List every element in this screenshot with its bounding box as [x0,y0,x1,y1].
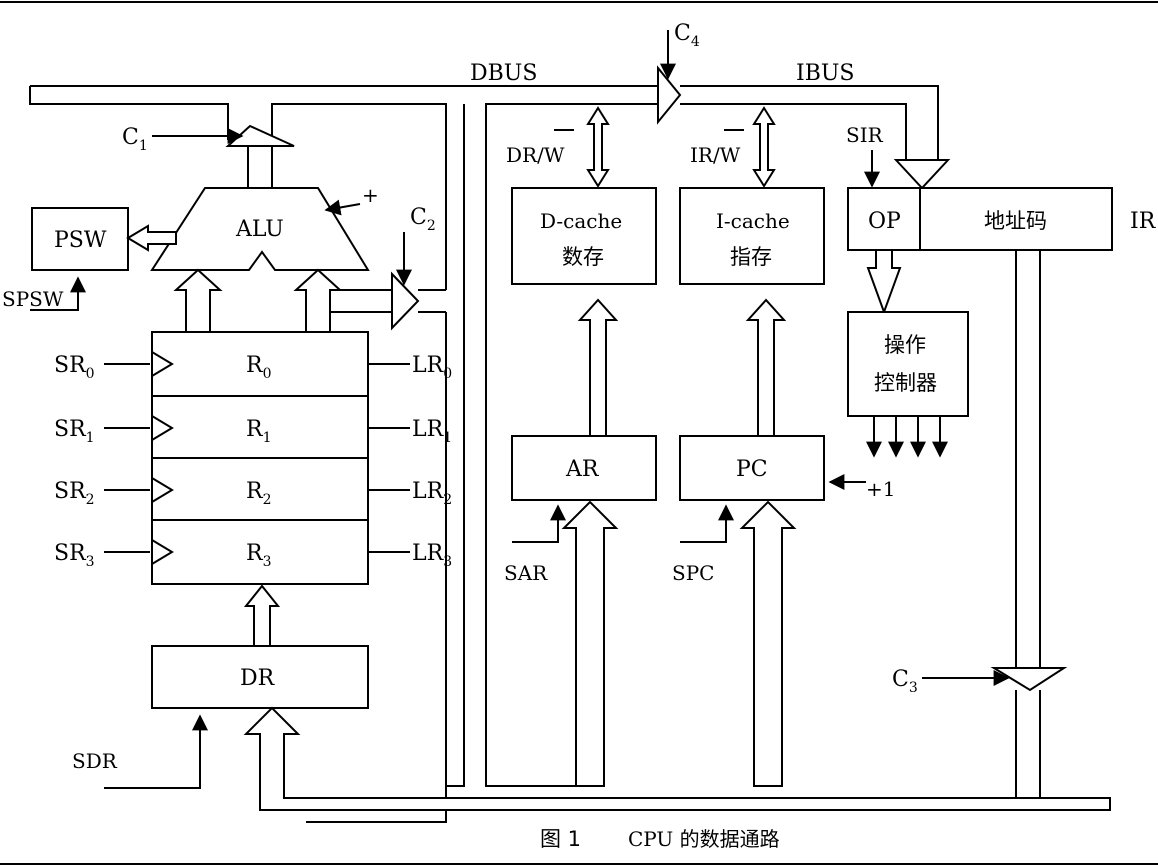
sir-label: SIR [846,123,884,147]
ir-label: IR [1130,209,1157,234]
spc-label: SPC [672,561,714,585]
pc-to-icache-arrow [745,298,787,437]
dr-label: DR [240,666,276,691]
ar-to-dcache-arrow [577,298,619,437]
pc-label: PC [736,457,768,482]
ar-label: AR [565,457,600,482]
icache-cn-label: 指存 [730,245,772,269]
svg-text:R1: R1 [246,417,272,446]
address-path: C3 [892,250,1068,798]
svg-text:SR1: SR1 [54,417,95,446]
dcache-cn-label: 数存 [562,245,604,269]
alu: ALU + [150,183,379,271]
dbus [29,85,658,823]
psw-label: PSW [54,228,107,253]
controller-line2: 控制器 [874,371,937,395]
ir-w-label: IR/W [690,143,741,167]
spsw-label: SPSW [2,287,64,311]
register-r1: SR1 R1 LR1 [54,415,452,446]
pc-increment-label: +1 [866,477,895,501]
dbus-label: DBUS [470,61,537,86]
c4-buffer: C4 [657,21,700,125]
svg-text:SR0: SR0 [54,353,95,382]
c1-label: C1 [122,125,148,154]
register-r0: SR0 R0 LR0 [54,351,452,382]
icache-label: I-cache [716,209,790,233]
ar-block: AR SAR [504,435,657,787]
psw-block: PSW SPSW [2,207,177,311]
dcache-label: D-cache [540,209,622,233]
register-r3: SR3 R3 LR3 [54,539,452,570]
address-code-label: 地址码 [984,209,1047,233]
register-r2: SR2 R2 LR2 [54,477,452,508]
figure-caption: CPU 的数据通路 [628,827,780,851]
alu-plus: + [362,183,379,207]
alu-to-psw-arrow [126,224,177,252]
dcache-bus-arrow [586,106,610,188]
svg-text:LR0: LR0 [412,353,452,382]
svg-text:SR2: SR2 [54,479,95,508]
figure-number: 图 1 [540,827,581,851]
svg-text:LR3: LR3 [412,541,452,570]
register-file [151,331,369,585]
alu-input-b-arrow [293,268,343,333]
pc-block: PC SPC +1 [672,435,895,787]
icache-block: I-cache 指存 IR/W [679,106,825,285]
svg-text:SR3: SR3 [54,541,95,570]
sdr-label: SDR [72,749,118,773]
bus-to-pc-arrow [739,500,797,787]
sar-label: SAR [504,561,548,585]
ibus-to-dr-arrow [243,706,1111,811]
ibus [680,85,951,190]
alu-label: ALU [235,217,284,242]
svg-text:LR1: LR1 [412,417,452,446]
c2-label: C2 [410,205,436,234]
c1-buffer: C1 [122,124,295,189]
c4-label: C4 [674,21,700,50]
op-to-controller-arrow [866,249,902,315]
svg-text:R0: R0 [246,353,272,382]
ibus-label: IBUS [796,61,854,86]
svg-text:LR2: LR2 [412,479,452,508]
c2-buffer: C2 [330,205,446,331]
c3-label: C3 [892,667,918,696]
alu-input-a-arrow [173,268,223,333]
icache-bus-arrow [752,106,776,188]
svg-text:R2: R2 [246,479,272,508]
controller-line1: 操作 [884,333,926,357]
operation-controller: 操作 控制器 [847,311,969,458]
dr-to-regs-arrow [243,584,281,647]
dcache-block: D-cache 数存 DR/W [506,106,657,285]
svg-text:R3: R3 [246,541,272,570]
ir-block: OP 地址码 IR SIR [846,123,1157,251]
bus-to-ar-arrow [561,500,619,787]
op-label: OP [868,209,901,234]
dr-block: DR SDR [72,645,1111,811]
dr-w-label: DR/W [506,143,565,167]
